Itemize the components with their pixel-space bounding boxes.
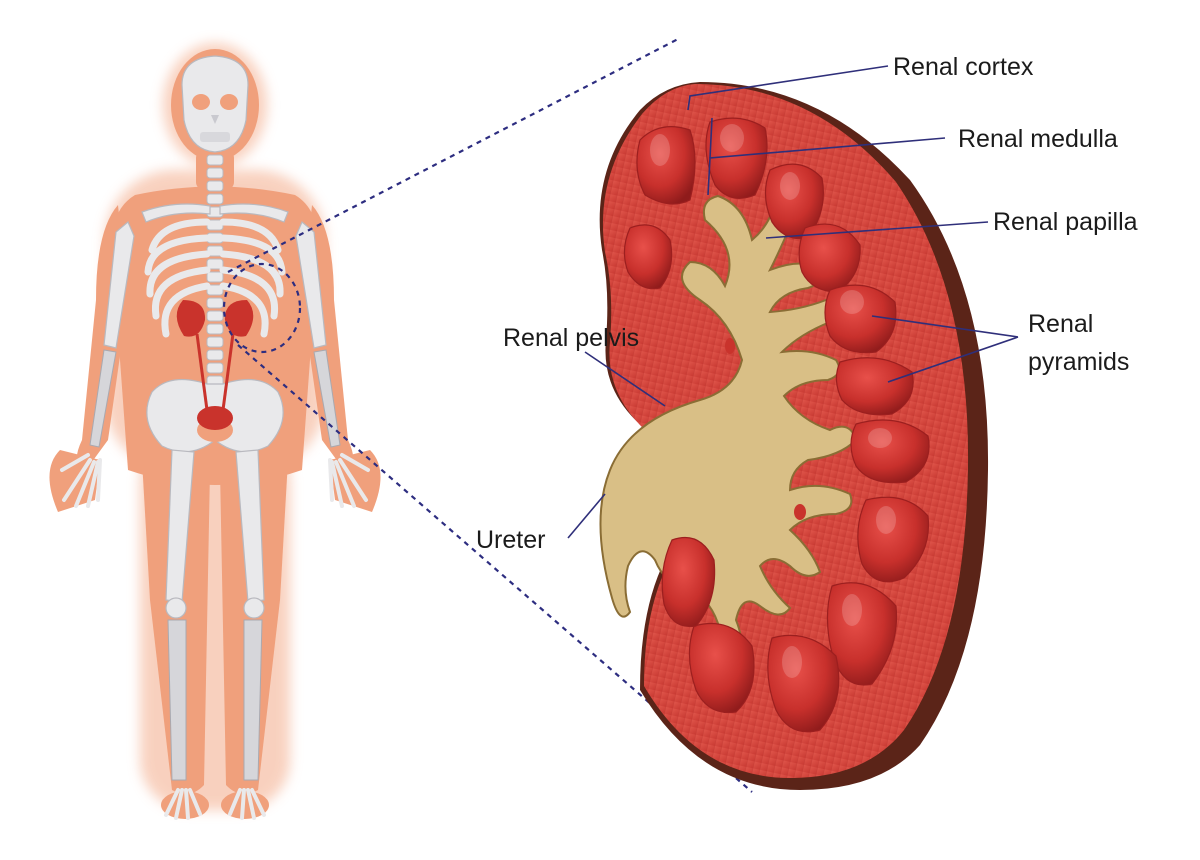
labels: Renal cortex Renal medulla Renal papilla… [476, 53, 1138, 554]
label-ureter: Ureter [476, 526, 545, 554]
renal-pyramid [857, 496, 930, 583]
hand-bones-left [60, 453, 102, 508]
pyramid-highlights [650, 124, 896, 678]
hand-bones-right [328, 453, 370, 508]
leader-lines [567, 65, 1019, 539]
human-figure [49, 43, 381, 820]
spine [206, 154, 224, 387]
renal-pyramid [636, 126, 696, 205]
renal-pyramid [623, 224, 673, 290]
renal-pyramid [767, 634, 840, 733]
zoom-line-bottom [237, 344, 753, 793]
renal-pyramid [824, 284, 897, 354]
renal-pyramid [661, 536, 716, 628]
skull [181, 55, 249, 153]
label-renal-pyramids-line2: pyramids [1028, 348, 1129, 376]
skeleton [60, 55, 370, 820]
figure-bladder [197, 406, 233, 430]
leader-ureter [567, 493, 606, 539]
label-renal-papilla: Renal papilla [993, 208, 1138, 236]
figure-kidney-left [176, 300, 206, 337]
leader-renal-pyramids-a [871, 315, 1019, 338]
kidney-cross-section [599, 82, 989, 790]
renal-pyramid [835, 357, 914, 416]
zoom-line-top [227, 37, 681, 273]
leader-renal-pelvis [584, 351, 666, 407]
leader-renal-pyramids-b [887, 336, 1019, 383]
renal-pyramid [705, 117, 768, 199]
rib-cage [144, 218, 286, 338]
leader-renal-medulla-b [709, 117, 713, 159]
label-renal-medulla: Renal medulla [958, 125, 1118, 153]
renal-pyramid [850, 419, 930, 484]
renal-pyramid [826, 582, 898, 686]
magnifier-circle [222, 262, 302, 354]
figure-kidney-right [224, 300, 254, 337]
leader-renal-papilla [765, 221, 989, 239]
renal-pyramid [688, 622, 755, 714]
label-renal-pyramids-line1: Renal [1028, 310, 1093, 338]
renal-pyramids-group [623, 117, 930, 733]
leader-renal-cortex [687, 65, 889, 111]
renal-pelvis-structure [599, 194, 858, 654]
label-renal-cortex: Renal cortex [893, 53, 1034, 81]
label-renal-pelvis: Renal pelvis [503, 324, 639, 352]
